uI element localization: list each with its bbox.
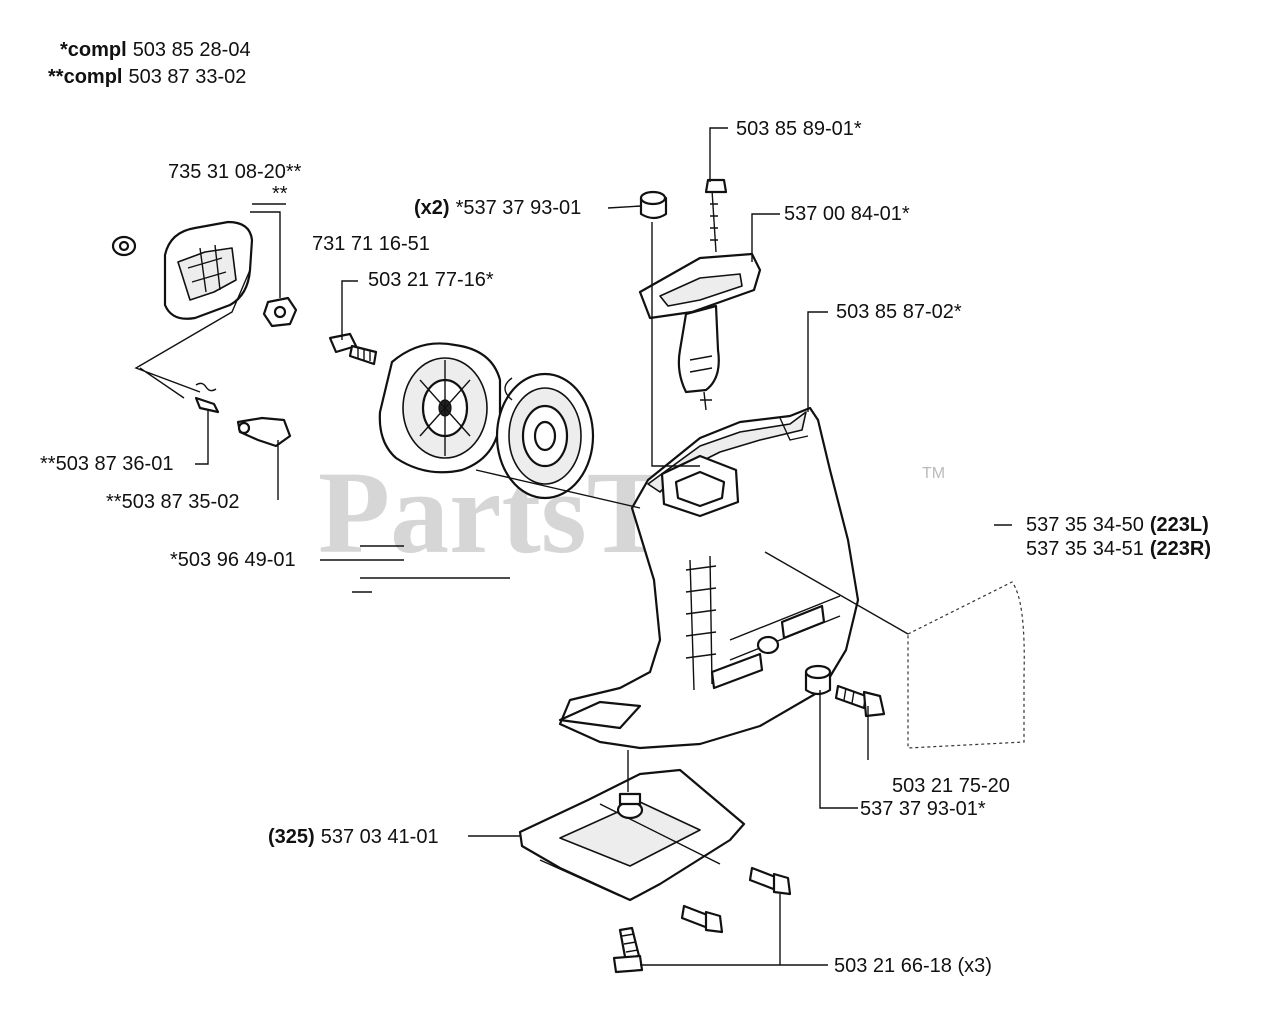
- label-503-21-77-16: 503 21 77-16*: [368, 269, 494, 291]
- leader-lines: [134, 127, 1012, 966]
- housing-bolt-part: [834, 684, 886, 718]
- label-537-03-41-01-number: 537 03 41-01: [321, 826, 439, 848]
- compl-1-prefix: *compl: [60, 39, 127, 61]
- compl-2-number: 503 87 33-02: [128, 66, 246, 88]
- label-223l-model: (223L): [1150, 514, 1209, 536]
- watermark-trademark: TM: [922, 465, 945, 482]
- starter-housing-part: [558, 406, 860, 750]
- compl-line-1: *compl 503 85 28-04: [60, 39, 251, 61]
- label-223r-model: (223R): [1150, 538, 1211, 560]
- label-503-21-75-20: 503 21 75-20: [892, 775, 1010, 797]
- label-537-37-93-01-top-number: *537 37 93-01: [456, 197, 582, 219]
- pawl-spring-part: [194, 382, 220, 414]
- label-503-87-36-01: **503 87 36-01: [40, 453, 173, 475]
- base-plate-part: [518, 768, 746, 902]
- label-537-35-34-51-number: 537 35 34-51: [1026, 538, 1144, 560]
- plug-top-part: [639, 190, 668, 220]
- label-503-85-87-02: 503 85 87-02*: [836, 301, 962, 323]
- label-537-03-41-01: (325) 537 03 41-01: [268, 826, 439, 848]
- bottom-bolt-2-part: [680, 904, 724, 934]
- label-537-35-34-50-number: 537 35 34-50: [1026, 514, 1144, 536]
- washer-part: [111, 235, 137, 257]
- label-503-21-66-18: 503 21 66-18 (x3): [834, 955, 992, 977]
- label-731-71-16-51: 731 71 16-51: [312, 233, 430, 255]
- recoil-spring-part: [495, 372, 595, 500]
- label-537-37-93-01-top: (x2) *537 37 93-01: [414, 197, 581, 219]
- label-735-31-08-20: 735 31 08-20**: [168, 161, 302, 183]
- pulley-part: [378, 342, 502, 474]
- label-503-87-35-02: **503 87 35-02: [106, 491, 239, 513]
- label-325-qty: (325): [268, 826, 315, 848]
- bottom-bolt-3-part: [748, 866, 792, 896]
- label-537-35-34-51: 537 35 34-51 (223R): [1026, 538, 1211, 560]
- label-537-35-34-50: 537 35 34-50 (223L): [1026, 514, 1209, 536]
- compl-2-prefix: **compl: [48, 66, 122, 88]
- starter-cover-part: [163, 220, 254, 320]
- label-503-85-89-01: 503 85 89-01*: [736, 118, 862, 140]
- pulley-bolt-part: [328, 332, 378, 366]
- label-537-37-93-01-bottom: 537 37 93-01*: [860, 798, 986, 820]
- spacer-part: [804, 664, 832, 696]
- pawl-part: [236, 416, 292, 448]
- compl-1-number: 503 85 28-04: [133, 39, 251, 61]
- compl-line-2: **compl 503 87 33-02: [48, 66, 246, 88]
- label-735-31-08-20-marker: **: [272, 183, 288, 205]
- label-x2-qty: (x2): [414, 197, 450, 219]
- starter-handle-part: [638, 178, 762, 411]
- label-537-00-84-01: 537 00 84-01*: [784, 203, 910, 225]
- nut-part: [262, 296, 298, 328]
- bottom-bolt-1-part: [612, 926, 644, 974]
- label-503-96-49-01: *503 96 49-01: [170, 549, 296, 571]
- decal-part: [907, 581, 1025, 749]
